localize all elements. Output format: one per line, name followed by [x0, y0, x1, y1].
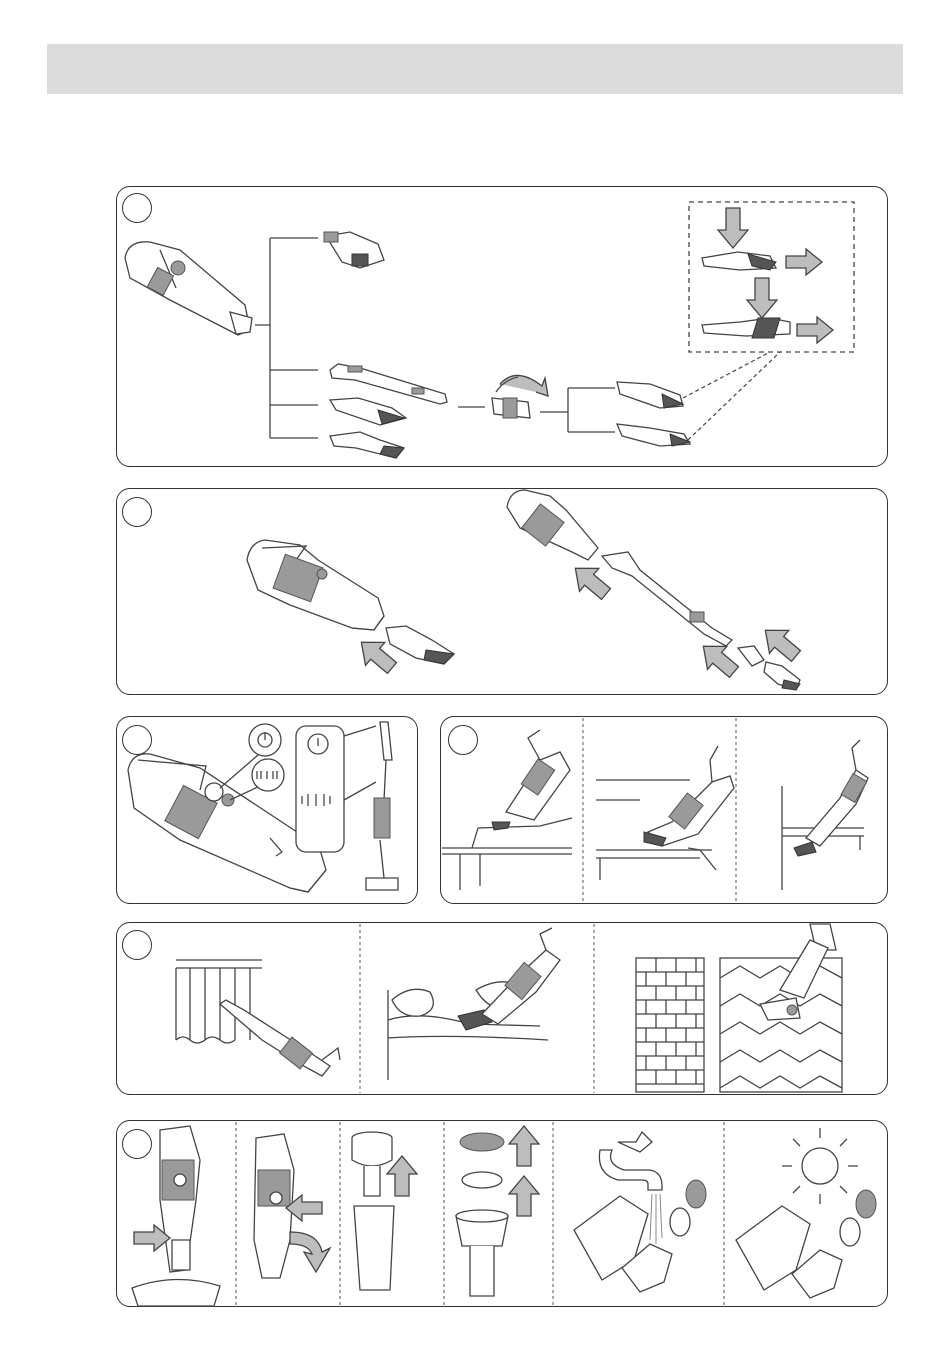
- sun-icon: [782, 1128, 858, 1204]
- table-cleaning-drawing: [442, 730, 572, 890]
- curtain-cleaning-drawing: [176, 960, 340, 1076]
- crevice-tool-drawing: [330, 432, 404, 458]
- filter-removal-drawing: [352, 1132, 394, 1290]
- herringbone-floor-drawing: [720, 924, 842, 1092]
- stick-assembly-drawing: [507, 490, 800, 690]
- filter-parts-drawing: [456, 1133, 508, 1296]
- nozzle-attach-drawing: [386, 626, 454, 664]
- release-detail-1: [702, 252, 776, 270]
- wide-nozzle-drawing: [330, 398, 406, 425]
- nozzle-with-adapter-2: [617, 424, 690, 446]
- adapter-drawing: [492, 375, 548, 418]
- branch-lines-2: [540, 388, 615, 432]
- drying-parts-drawing: [736, 1190, 876, 1298]
- sofa-cleaning-drawing: [596, 746, 734, 880]
- bed-cleaning-drawing: [388, 928, 560, 1080]
- turbo-brush-drawing: [324, 232, 384, 268]
- empty-bin-drawing: [132, 1126, 220, 1306]
- power-icon: [249, 724, 281, 756]
- tile-floor-drawing: [636, 958, 704, 1092]
- washing-parts-drawing: [574, 1180, 706, 1292]
- handheld-unit-drawing: [125, 242, 252, 335]
- speed-level-icon: [252, 759, 284, 791]
- furniture-edge-cleaning-drawing: [782, 740, 868, 890]
- extension-tube-drawing: [330, 364, 447, 404]
- handheld-attach-drawing: [247, 540, 384, 630]
- nozzle-with-adapter-1: [617, 382, 683, 408]
- release-detail-2: [702, 318, 790, 338]
- branch-lines-1: [255, 238, 318, 438]
